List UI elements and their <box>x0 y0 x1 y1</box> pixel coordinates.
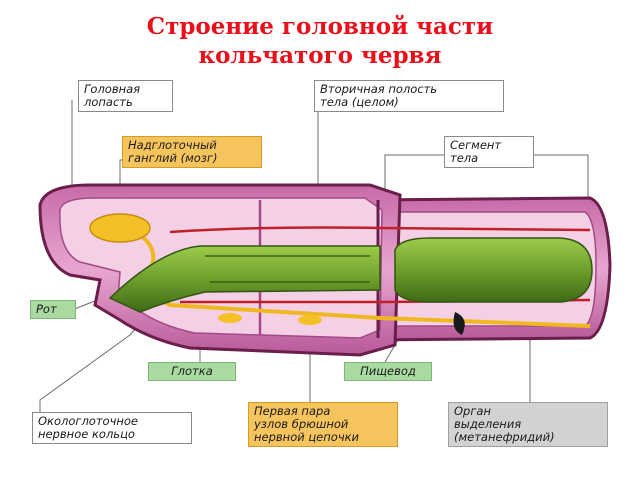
label-esophagus: Пищевод <box>344 362 432 381</box>
diagram-title: Строение головной части кольчатого червя <box>0 12 640 70</box>
label-ventral-nodes: Первая пара узлов брюшной нервной цепочк… <box>248 402 398 447</box>
label-ganglion: Надглоточный ганглий (мозг) <box>122 136 262 168</box>
title-line-2: кольчатого червя <box>198 42 442 69</box>
label-nerve-ring: Окологлоточное нервное кольцо <box>32 412 192 444</box>
title-line-1: Строение головной части <box>146 13 494 40</box>
label-mouth: Рот <box>30 300 76 319</box>
gut <box>108 237 593 313</box>
label-head-lobe: Головная лопасть <box>78 80 173 112</box>
label-segment: Сегмент тела <box>444 136 534 168</box>
label-excretory-organ: Орган выделения (метанефридий) <box>448 402 608 447</box>
label-pharynx: Глотка <box>148 362 236 381</box>
label-coelom: Вторичная полость тела (целом) <box>314 80 504 112</box>
